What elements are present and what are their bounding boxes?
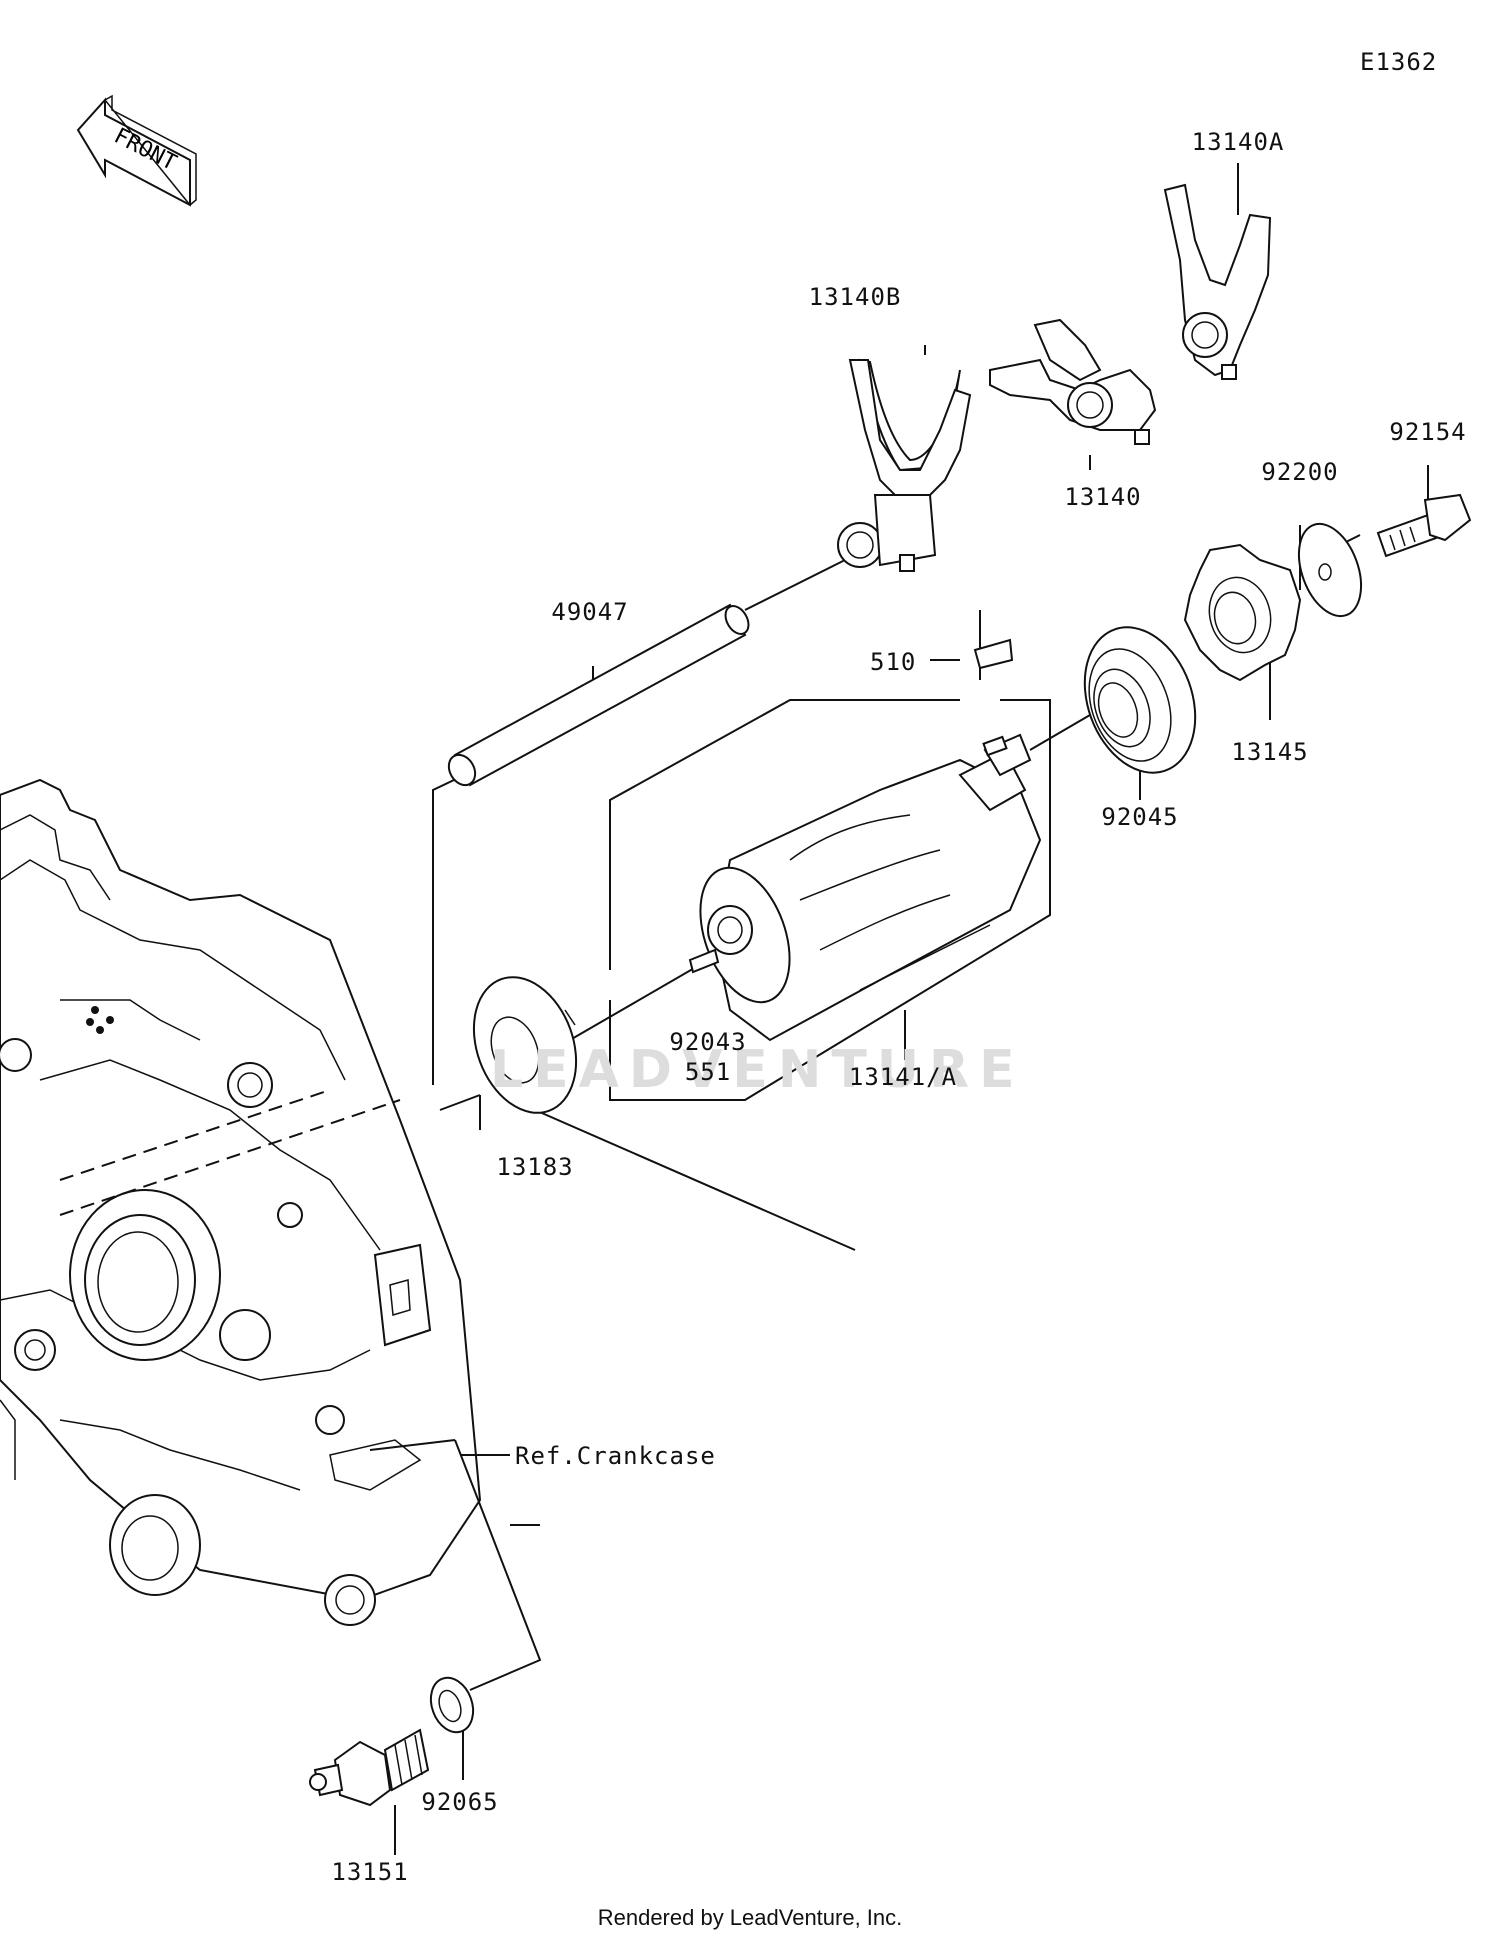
washer-13183: [472, 976, 578, 1114]
label-13140A[interactable]: 13140A: [1191, 128, 1285, 156]
diagram-code: E1362: [1360, 48, 1438, 76]
neutral-switch-13151: [309, 1728, 430, 1807]
bolt-92154: [1376, 493, 1472, 558]
label-13140B[interactable]: 13140B: [808, 283, 902, 311]
axis-dash-1: [59, 1089, 331, 1181]
label-13151[interactable]: 13151: [331, 1858, 409, 1886]
label-49047[interactable]: 49047: [551, 598, 629, 626]
leader-lines: [369, 163, 1429, 1855]
bearing-92045: [1083, 626, 1197, 774]
washer-92200: [1297, 522, 1363, 618]
footer-credit: Rendered by LeadVenture, Inc.: [597, 1905, 903, 1930]
crankcase-drawing: [0, 778, 482, 1626]
shift-fork-13140B: [837, 358, 972, 572]
shift-drum-13141A: [699, 733, 1042, 1042]
shift-fork-13140: [989, 318, 1157, 445]
label-13145[interactable]: 13145: [1231, 738, 1309, 766]
front-arrow-icon: FRONT: [76, 94, 197, 207]
label-92065[interactable]: 92065: [421, 1788, 499, 1816]
key-510: [973, 638, 1014, 670]
label-92043[interactable]: 92043: [669, 1028, 747, 1056]
label-92200[interactable]: 92200: [1261, 458, 1339, 486]
shift-shaft-49047: [447, 603, 750, 787]
label-92154[interactable]: 92154: [1389, 418, 1467, 446]
label-92045[interactable]: 92045: [1101, 803, 1179, 831]
pin-92043: [688, 948, 720, 974]
label-13141A[interactable]: 13141/A: [848, 1063, 958, 1091]
shift-fork-13140A: [1163, 183, 1272, 380]
label-13183[interactable]: 13183: [496, 1153, 574, 1181]
washer-92065: [429, 1676, 475, 1734]
label-551[interactable]: 551: [684, 1058, 732, 1086]
axis-dash-2: [59, 1099, 401, 1216]
drum-cam-13145: [1183, 543, 1302, 682]
watermark: LEADVENTURE: [490, 1040, 1025, 1100]
label-13140[interactable]: 13140: [1064, 483, 1142, 511]
ref-crankcase-label: Ref.Crankcase: [515, 1442, 716, 1470]
label-510[interactable]: 510: [870, 648, 917, 676]
